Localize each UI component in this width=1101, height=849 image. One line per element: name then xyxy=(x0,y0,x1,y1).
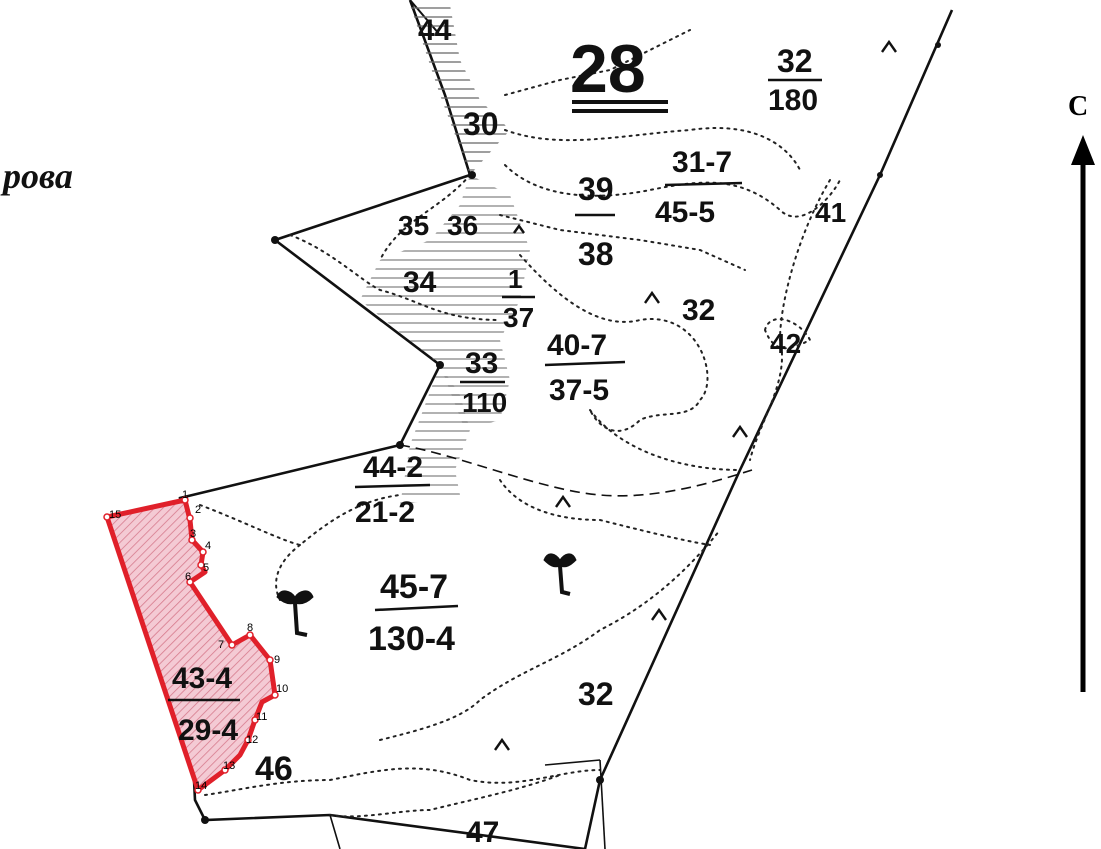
conifer-icon xyxy=(732,424,748,438)
q34-label: 34 xyxy=(403,266,437,299)
deciduous-tree-icon xyxy=(276,590,314,637)
parcel-points xyxy=(103,496,279,794)
q46-label: 46 xyxy=(255,750,293,788)
q32a-number: 32 xyxy=(777,43,813,79)
conifer-icon xyxy=(513,223,525,234)
q37-number: 1 xyxy=(508,264,522,294)
point-label-5: 5 xyxy=(203,562,209,574)
q37-label: 1 37 xyxy=(502,264,535,333)
point-label-15: 15 xyxy=(109,509,121,521)
q36-number: 36 xyxy=(447,210,478,241)
conifer-icon xyxy=(651,607,667,621)
q33-area: 110 xyxy=(462,387,507,418)
q43-label: 43-4 29-4 xyxy=(168,662,240,747)
q39-label: 39 38 xyxy=(575,171,615,272)
q30-label: 30 xyxy=(463,106,499,142)
q39-number: 39 xyxy=(578,171,614,207)
q32a-area: 180 xyxy=(768,84,818,117)
q35-label: 35 xyxy=(398,210,429,241)
point-label-10: 10 xyxy=(276,683,288,695)
point-label-8: 8 xyxy=(247,622,253,634)
q33-label: 33 110 xyxy=(460,347,507,418)
deciduous-tree-icon xyxy=(543,553,577,596)
point-label-14: 14 xyxy=(195,780,207,792)
q42-number: 42 xyxy=(770,328,801,359)
q31-area: 45-5 xyxy=(655,196,715,229)
sheet-number: 28 xyxy=(570,31,646,107)
conifer-icon xyxy=(555,494,571,508)
selected-parcel: 1 2 3 4 5 6 7 8 9 10 11 12 13 14 15 43-4… xyxy=(103,489,288,794)
q42-label: 42 xyxy=(770,328,801,359)
q43-number: 43-4 xyxy=(172,662,232,695)
hatched-area-upper xyxy=(410,5,510,175)
boundary-vertices xyxy=(201,42,941,824)
block-boundary xyxy=(178,0,954,849)
q46-number: 46 xyxy=(255,750,293,788)
q47-number: 47 xyxy=(466,816,499,849)
hatched-area-middle xyxy=(360,175,530,430)
q43-area: 29-4 xyxy=(178,714,238,747)
parcel-point-labels: 1 2 3 4 5 6 7 8 9 10 11 12 13 14 15 xyxy=(109,489,288,792)
conifer-icon xyxy=(644,290,660,304)
place-name: рова xyxy=(0,156,73,196)
q31-label: 31-7 45-5 xyxy=(655,146,743,229)
point-label-6: 6 xyxy=(185,571,191,583)
point-label-1: 1 xyxy=(182,489,188,501)
point-label-9: 9 xyxy=(274,654,280,666)
arrow-up-icon xyxy=(1071,135,1095,165)
q37-area: 37 xyxy=(503,302,534,333)
q33-number: 33 xyxy=(465,347,498,380)
conifer-icon xyxy=(494,737,510,751)
point-label-13: 13 xyxy=(223,760,235,772)
north-letter: С xyxy=(1068,91,1088,122)
point-label-3: 3 xyxy=(190,528,196,540)
q45-number: 45-7 xyxy=(380,568,448,606)
dashed-line xyxy=(399,444,753,497)
q31-number: 31-7 xyxy=(672,146,732,179)
q45-label: 45-7 130-4 xyxy=(368,568,459,658)
point-label-2: 2 xyxy=(195,504,201,516)
q32b-label: 32 xyxy=(682,294,715,327)
q40-area: 37-5 xyxy=(549,374,609,407)
q41-label: 41 xyxy=(815,197,846,228)
hatched-area-lower xyxy=(400,365,470,505)
q35-number: 35 xyxy=(398,210,429,241)
q40-label: 40-7 37-5 xyxy=(544,329,626,407)
tree-symbols xyxy=(276,553,577,637)
q30-number: 30 xyxy=(463,106,499,142)
q41-number: 41 xyxy=(815,197,846,228)
conifer-symbols xyxy=(494,39,897,751)
q32c-number: 32 xyxy=(578,676,614,712)
internal-lines xyxy=(329,759,606,849)
q32a-label: 32 180 xyxy=(768,43,822,117)
q44b-area: 21-2 xyxy=(355,496,415,529)
q32c-label: 32 xyxy=(578,676,614,712)
conifer-icon xyxy=(881,39,897,53)
point-label-12: 12 xyxy=(246,734,258,746)
q34-number: 34 xyxy=(403,266,437,299)
dotted-boundaries xyxy=(199,29,841,818)
q44-label: 44 xyxy=(418,14,452,47)
q44-number: 44 xyxy=(418,14,452,47)
q39-area: 38 xyxy=(578,236,614,272)
q45-area: 130-4 xyxy=(368,620,455,658)
point-label-7: 7 xyxy=(218,639,224,651)
north-arrow: С xyxy=(1068,91,1095,692)
q47-label: 47 xyxy=(466,816,499,849)
q32b-number: 32 xyxy=(682,294,715,327)
point-label-4: 4 xyxy=(205,540,211,552)
q44b-label: 44-2 21-2 xyxy=(354,451,431,529)
q40-number: 40-7 xyxy=(547,329,607,362)
q44b-number: 44-2 xyxy=(363,451,423,484)
point-label-11: 11 xyxy=(256,711,267,723)
q36-label: 36 xyxy=(447,210,478,241)
